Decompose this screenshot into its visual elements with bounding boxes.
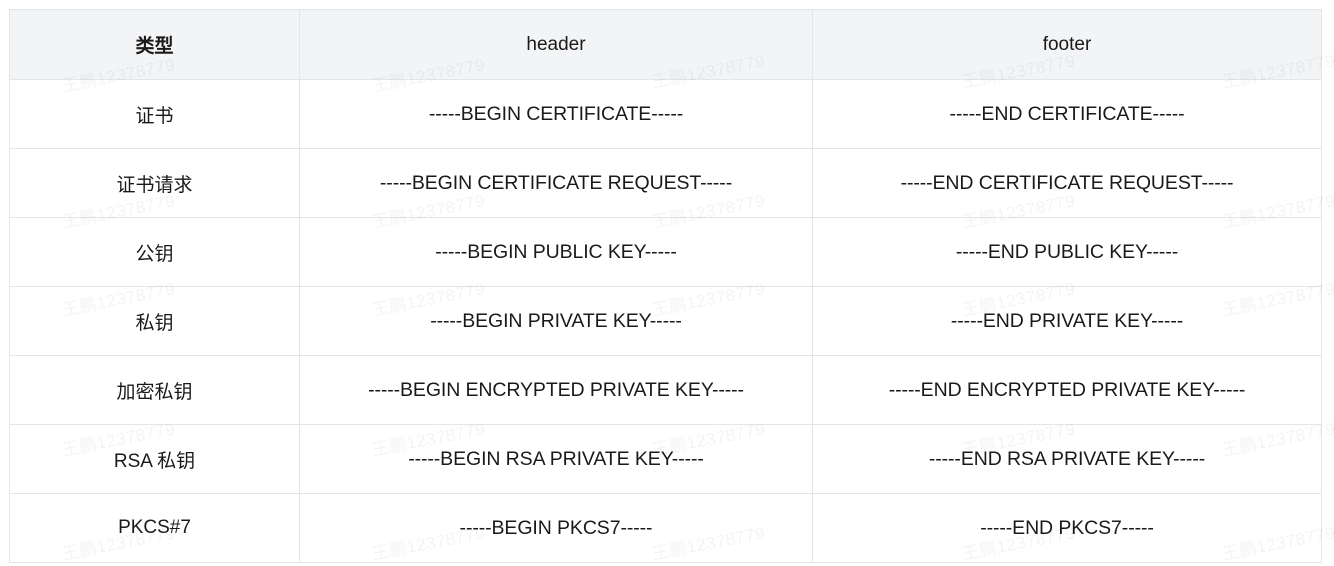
cell-header-marker: -----BEGIN PKCS7----- (299, 493, 813, 563)
table-row: 公钥-----BEGIN PUBLIC KEY----------END PUB… (9, 217, 1322, 287)
cell-type: 加密私钥 (9, 355, 300, 425)
cell-header-marker: -----BEGIN CERTIFICATE----- (299, 79, 813, 149)
cell-footer-marker: -----END PKCS7----- (812, 493, 1322, 563)
column-header-header: header (299, 9, 813, 80)
table-row: PKCS#7-----BEGIN PKCS7----------END PKCS… (9, 493, 1322, 563)
column-header-footer: footer (812, 9, 1322, 80)
cell-header-marker: -----BEGIN PUBLIC KEY----- (299, 217, 813, 287)
table-row: 私钥-----BEGIN PRIVATE KEY----------END PR… (9, 286, 1322, 356)
table-head: 类型 header footer (9, 9, 1322, 80)
table-row: 证书-----BEGIN CERTIFICATE----------END CE… (9, 79, 1322, 149)
cell-type: PKCS#7 (9, 493, 300, 563)
cell-footer-marker: -----END PUBLIC KEY----- (812, 217, 1322, 287)
pem-format-table-container: 类型 header footer 证书-----BEGIN CERTIFICAT… (9, 9, 1322, 563)
cell-footer-marker: -----END CERTIFICATE REQUEST----- (812, 148, 1322, 218)
cell-type: 证书 (9, 79, 300, 149)
cell-footer-marker: -----END ENCRYPTED PRIVATE KEY----- (812, 355, 1322, 425)
cell-footer-marker: -----END RSA PRIVATE KEY----- (812, 424, 1322, 494)
table-header-row: 类型 header footer (9, 9, 1322, 80)
table-row: 证书请求-----BEGIN CERTIFICATE REQUEST------… (9, 148, 1322, 218)
column-header-type: 类型 (9, 9, 300, 80)
table-row: 加密私钥-----BEGIN ENCRYPTED PRIVATE KEY----… (9, 355, 1322, 425)
cell-type: 证书请求 (9, 148, 300, 218)
table-row: RSA 私钥-----BEGIN RSA PRIVATE KEY--------… (9, 424, 1322, 494)
cell-header-marker: -----BEGIN PRIVATE KEY----- (299, 286, 813, 356)
cell-footer-marker: -----END CERTIFICATE----- (812, 79, 1322, 149)
cell-type: RSA 私钥 (9, 424, 300, 494)
cell-footer-marker: -----END PRIVATE KEY----- (812, 286, 1322, 356)
cell-header-marker: -----BEGIN CERTIFICATE REQUEST----- (299, 148, 813, 218)
pem-format-table: 类型 header footer 证书-----BEGIN CERTIFICAT… (9, 9, 1322, 563)
cell-type: 私钥 (9, 286, 300, 356)
table-body: 证书-----BEGIN CERTIFICATE----------END CE… (9, 79, 1322, 563)
cell-header-marker: -----BEGIN RSA PRIVATE KEY----- (299, 424, 813, 494)
cell-type: 公钥 (9, 217, 300, 287)
cell-header-marker: -----BEGIN ENCRYPTED PRIVATE KEY----- (299, 355, 813, 425)
